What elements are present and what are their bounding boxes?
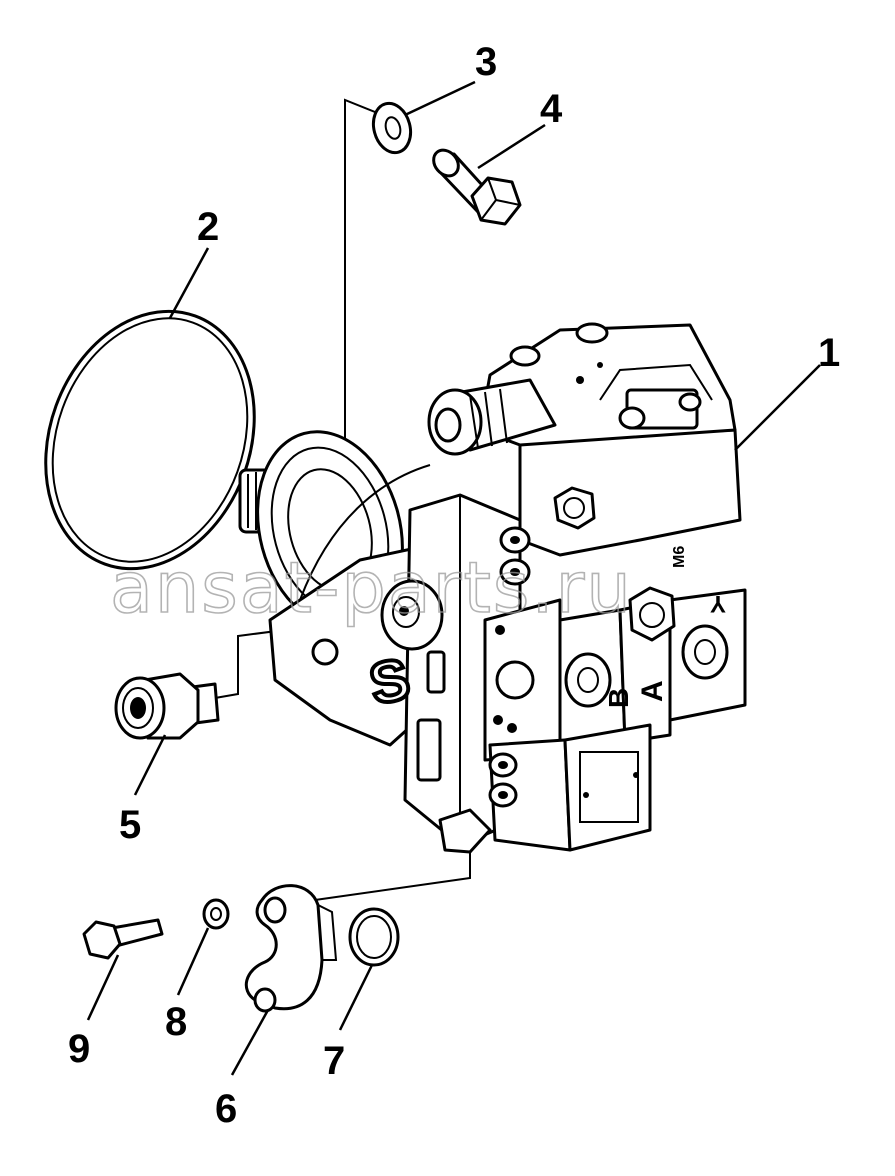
callout-5: 5 — [119, 803, 141, 847]
callout-7: 7 — [323, 1039, 345, 1083]
callout-8: 8 — [165, 1000, 187, 1044]
part-4-bolt — [432, 148, 522, 226]
callout-1: 1 — [818, 331, 840, 375]
callout-6: 6 — [215, 1087, 237, 1131]
solenoid-valve — [427, 378, 557, 456]
callout-3: 3 — [475, 40, 497, 84]
watermark-text: ansat-parts.ru — [110, 547, 633, 629]
part-9-bolt — [82, 918, 164, 960]
marking-m6-label: M6 — [671, 546, 688, 568]
callout-4: 4 — [540, 87, 563, 131]
part-3-washer — [371, 101, 413, 155]
part-1-motor-housing: S A B Y M6 — [238, 322, 747, 854]
callout-2: 2 — [197, 205, 219, 249]
port-b-label: B — [603, 688, 634, 708]
port-a-label: A — [636, 680, 669, 702]
port-y-label: Y — [710, 590, 726, 617]
part-7-o-ring — [348, 907, 400, 967]
part-5-fitting — [114, 672, 220, 740]
callout-numbers: 1 2 3 4 5 6 7 8 9 — [68, 40, 840, 1131]
part-6-split-flange — [244, 884, 338, 1013]
callout-9: 9 — [68, 1027, 90, 1071]
leader-lines — [86, 80, 821, 1076]
part-8-washer — [202, 898, 230, 930]
